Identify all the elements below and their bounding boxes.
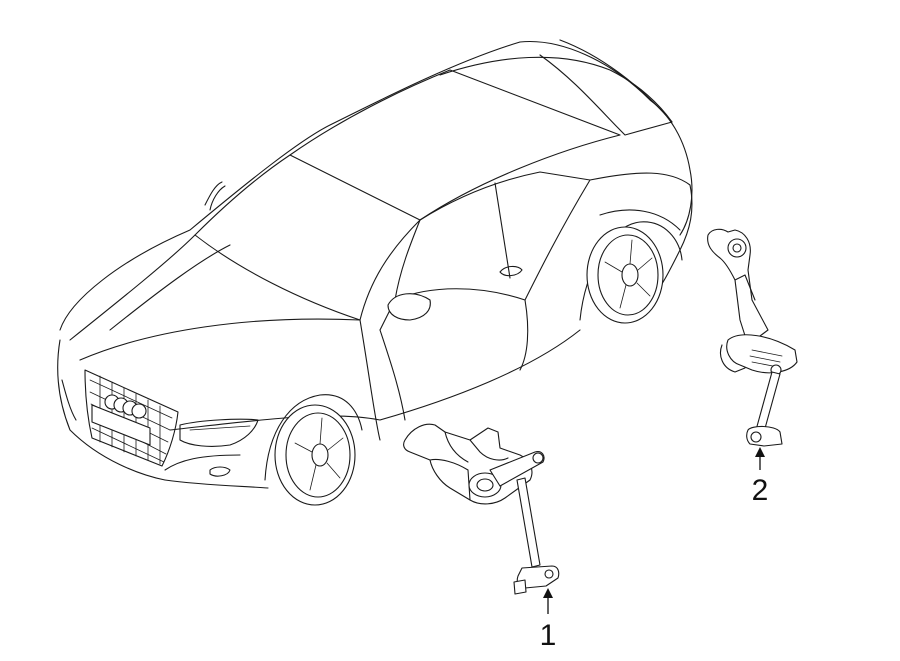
callout-1: 1 [540,588,557,652]
car-illustration [57,39,693,506]
sensor-link-2 [707,228,798,447]
callout-1-label: 1 [540,619,557,652]
callout-2: 2 [752,447,769,507]
callout-2-label: 2 [752,474,769,507]
sensor-link-1 [403,423,560,595]
four-rings-logo-icon [104,394,147,419]
